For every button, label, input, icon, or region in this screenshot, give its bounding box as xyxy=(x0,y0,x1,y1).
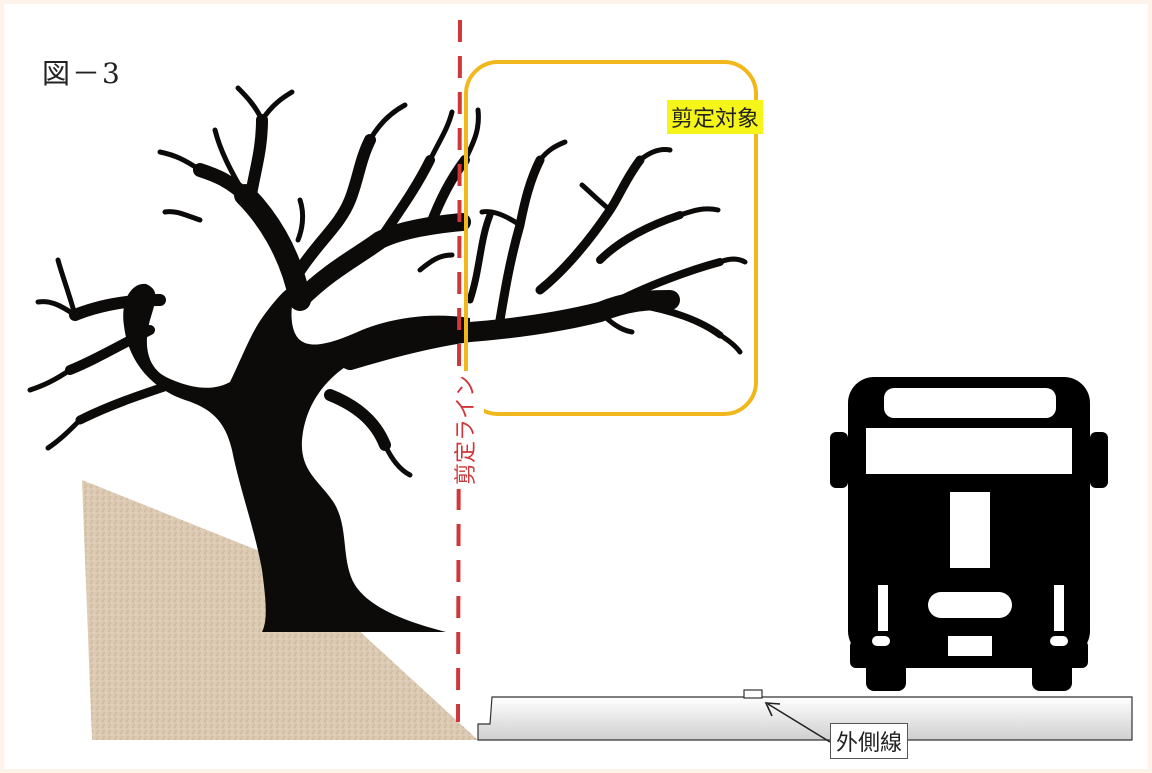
prune-line-label: 剪定ライン xyxy=(444,370,484,490)
prune-line xyxy=(456,19,462,723)
prune-target-box xyxy=(464,60,758,416)
outer-line-label: 外側線 xyxy=(830,723,909,759)
outer-line-marker xyxy=(743,689,763,699)
prune-target-label: 剪定対象 xyxy=(667,100,764,134)
outer-line-arrow xyxy=(764,702,831,743)
road-surface xyxy=(477,696,1133,741)
figure-label: 図－3 xyxy=(42,57,122,90)
bus-front-icon xyxy=(830,377,1108,691)
